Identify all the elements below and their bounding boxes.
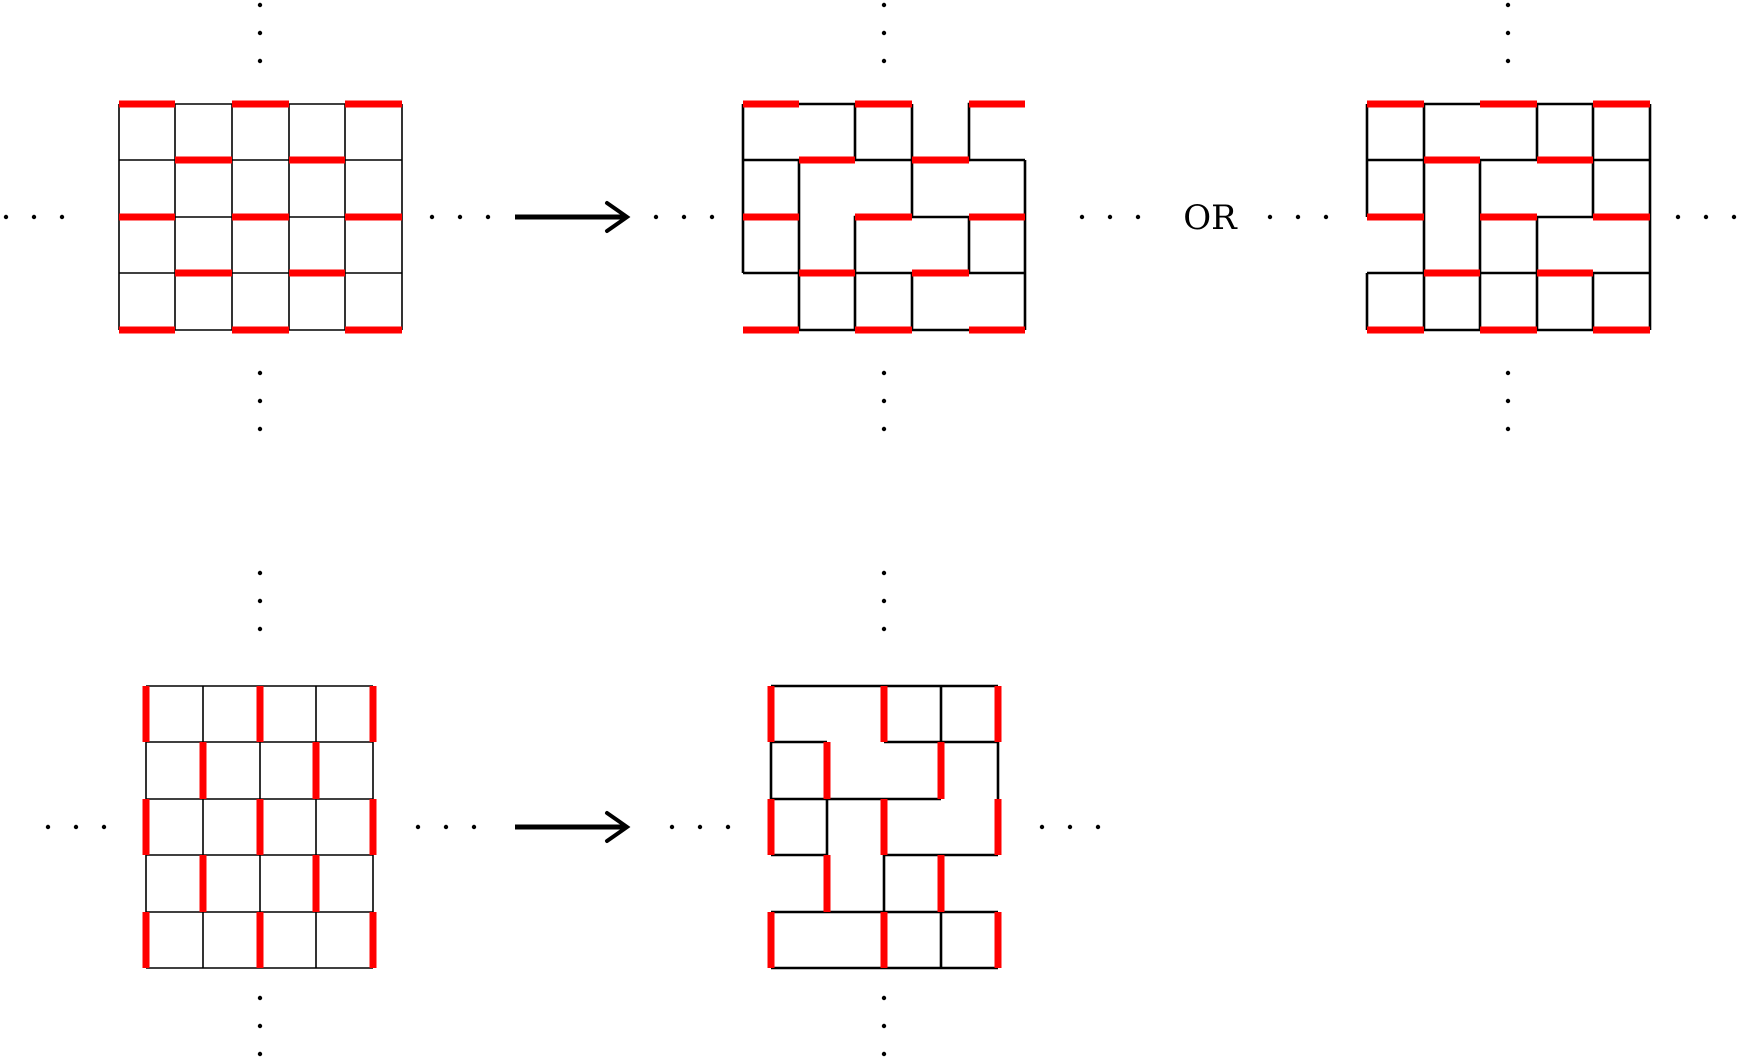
ellipsis-dots bbox=[1267, 2, 1737, 432]
ellipsis-dots bbox=[669, 570, 1101, 1057]
top-output-a-grid bbox=[653, 2, 1141, 432]
ellipsis-dots bbox=[653, 2, 1141, 432]
bottom-output-grid bbox=[669, 570, 1101, 1057]
right-arrow-icon bbox=[515, 811, 631, 843]
or-label: OR bbox=[1183, 198, 1238, 238]
bottom-input-grid bbox=[45, 570, 477, 1057]
bottom-arrow bbox=[515, 811, 631, 843]
red-edges bbox=[767, 686, 1002, 968]
top-arrow bbox=[515, 201, 631, 233]
red-edges bbox=[119, 100, 402, 334]
ellipsis-dots bbox=[45, 570, 477, 1057]
red-edges bbox=[743, 100, 1025, 334]
red-edges bbox=[142, 686, 377, 968]
top-output-b-grid bbox=[1267, 2, 1737, 432]
ellipsis-dots bbox=[3, 2, 491, 432]
right-arrow-icon bbox=[515, 201, 631, 233]
top-input-grid bbox=[3, 2, 491, 432]
red-edges bbox=[1367, 100, 1650, 334]
